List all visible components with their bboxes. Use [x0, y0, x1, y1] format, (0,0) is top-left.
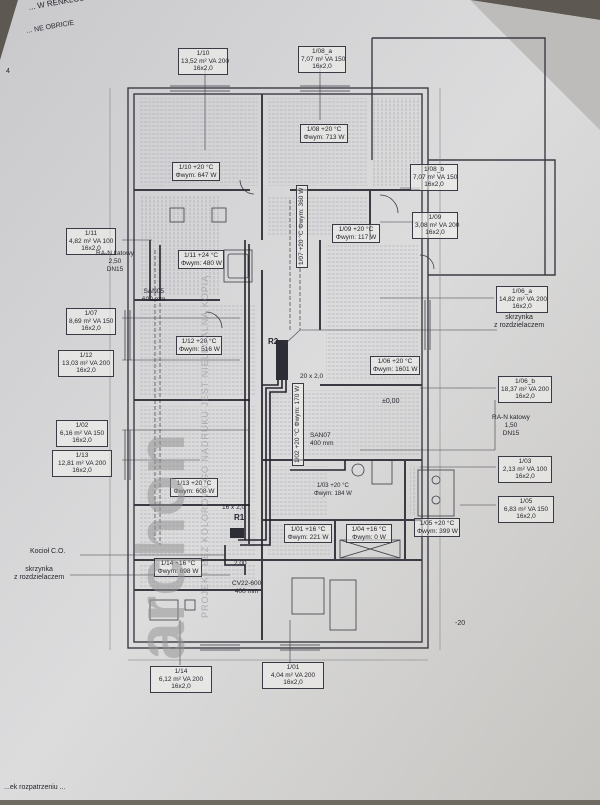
page-number: 4 [6, 68, 10, 75]
level-marker: -20 [455, 620, 465, 627]
level-zero: ±0,00 [382, 398, 400, 405]
boiler-label: Kocioł C.O. [30, 548, 66, 555]
footer-text: ...ek rozpatrzeniu ... [4, 784, 66, 791]
pipe-16x2-label: 16 x 2,0 [222, 504, 246, 511]
temp-label-1-07: 1/07 +20 °C Φwym: 360 W [296, 184, 308, 268]
manifold-r2-label: R2 [268, 337, 279, 346]
manifold-r2 [276, 340, 288, 380]
watermark-legal-notice: PROJEKT BEZ KOLOROWEGO NADRUKU JEST NIEL… [200, 274, 210, 618]
outer-wall [127, 87, 429, 649]
manifold-r1 [230, 528, 244, 538]
manifold-r1-label: R1 [234, 513, 245, 522]
pipe-20x2-label: 20 x 2,0 [300, 373, 324, 380]
watermark-archon: archon [123, 433, 199, 660]
temp-label-1-02: 1/02 +20 °C Φwym: 170 W [292, 382, 304, 466]
dim-2-00: 2,00 [234, 560, 247, 567]
